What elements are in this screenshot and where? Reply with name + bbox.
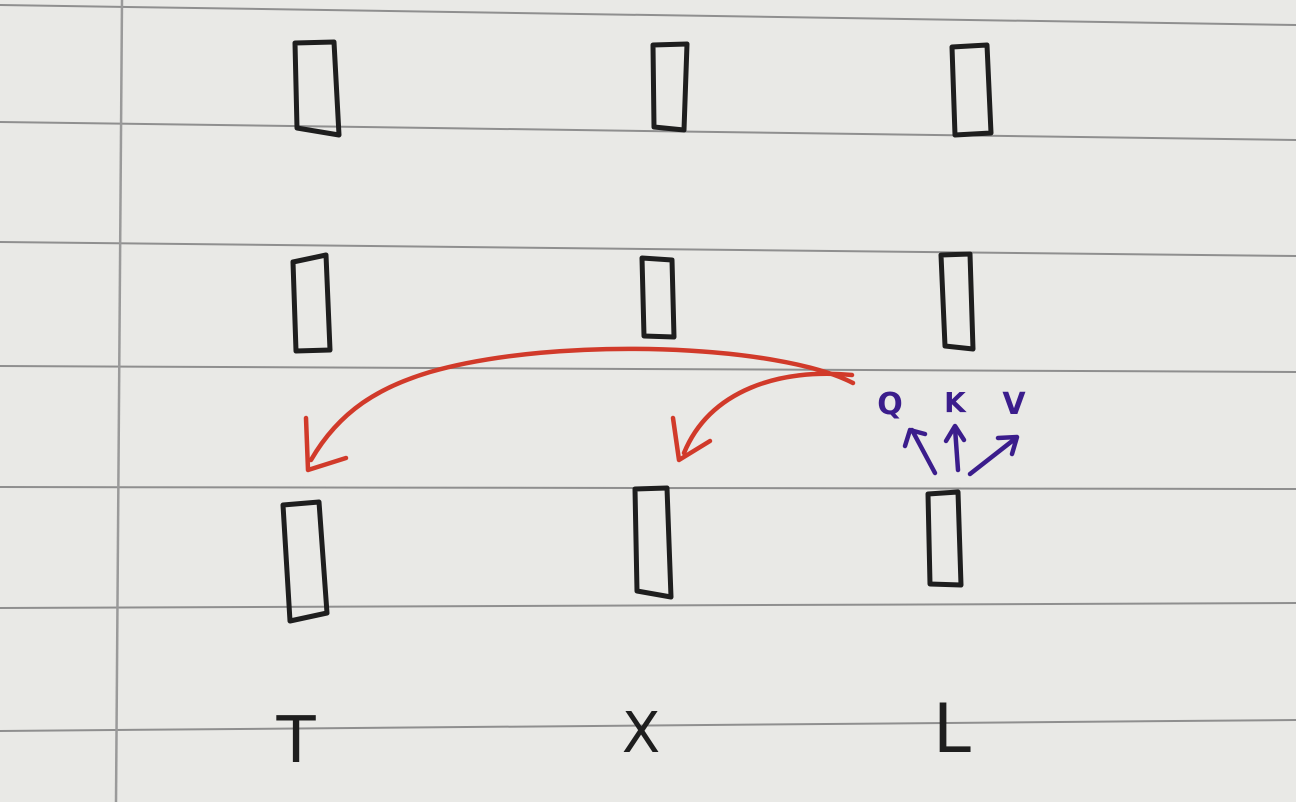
token-box-x-bottom xyxy=(632,485,674,600)
token-box-l-top xyxy=(949,42,994,138)
column-label-l: L xyxy=(933,690,971,769)
k-arrowhead xyxy=(943,423,967,444)
token-box-t-top xyxy=(292,39,342,138)
ruled-line xyxy=(0,4,1296,26)
v-arrow xyxy=(967,435,1019,477)
token-box-l-bottom xyxy=(925,489,964,588)
q-arrowhead xyxy=(902,427,928,449)
q-label: Q xyxy=(877,387,903,422)
attention-arrow-to-t xyxy=(308,346,856,463)
ruled-line xyxy=(0,365,1296,373)
ruled-line xyxy=(0,121,1296,141)
attention-arrow-to-x xyxy=(681,371,855,456)
column-label-t: T xyxy=(275,704,316,778)
v-label: V xyxy=(1002,387,1026,422)
column-label-x: X xyxy=(622,701,660,766)
ruled-line xyxy=(0,241,1296,257)
arrowhead-to-x xyxy=(670,415,713,463)
token-box-t-middle xyxy=(290,252,333,354)
token-box-x-middle xyxy=(639,255,677,340)
arrowhead-to-t xyxy=(303,415,349,473)
k-arrow xyxy=(952,425,961,473)
ruled-line xyxy=(0,719,1296,732)
q-arrow xyxy=(909,427,938,476)
token-box-l-middle xyxy=(938,251,976,352)
margin-line xyxy=(114,0,124,802)
k-label: K xyxy=(944,386,967,419)
token-box-x-top xyxy=(650,41,690,133)
v-arrowhead xyxy=(995,434,1020,457)
ruled-line xyxy=(0,602,1296,609)
token-box-t-bottom xyxy=(280,499,330,624)
